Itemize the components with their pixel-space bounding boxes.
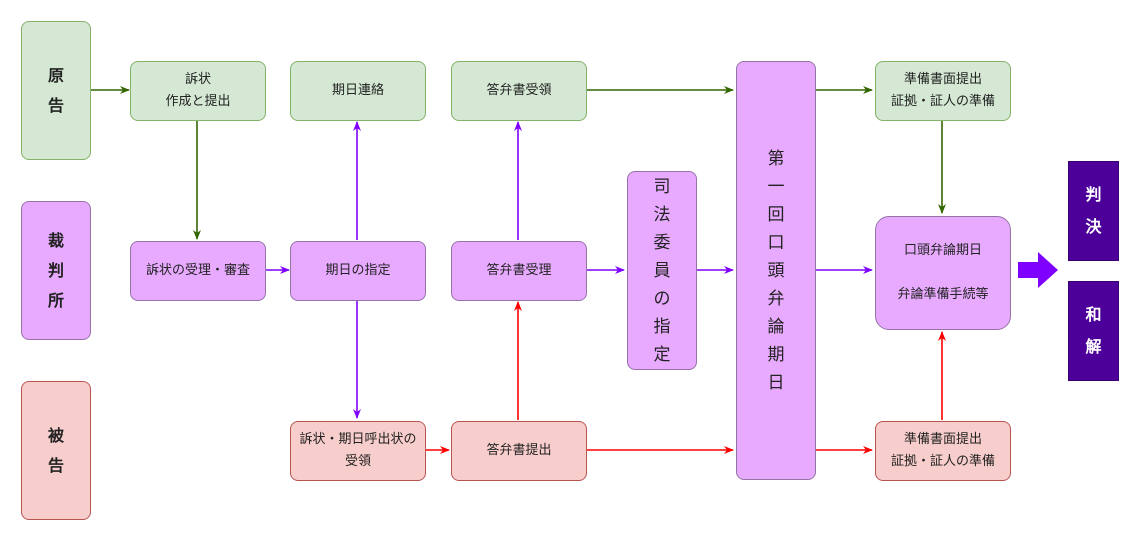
- node-prep-plaintiff: 準備書面提出 証拠・証人の準備: [875, 61, 1011, 121]
- actor-court-label: 裁判所: [48, 226, 64, 316]
- node-hearing-dates: 口頭弁論期日 弁論準備手続等: [875, 216, 1011, 330]
- node-complaint-summons-receive-label: 訴状・期日呼出状の 受領: [299, 432, 417, 469]
- actor-defendant: 被告: [21, 381, 91, 520]
- node-answer-accept: 答弁書受理: [451, 241, 587, 301]
- vertical-char: 所: [47, 290, 64, 310]
- vertical-char: 告: [47, 95, 64, 115]
- vertical-char: 告: [47, 455, 64, 475]
- node-complaint-summons-receive: 訴状・期日呼出状の 受領: [290, 421, 426, 481]
- vertical-char: 論: [767, 316, 785, 337]
- node-complaint-filing: 訴状 作成と提出: [130, 61, 266, 121]
- node-date-notice-label: 期日連絡: [331, 83, 384, 98]
- actor-plaintiff-label: 原告: [48, 61, 64, 121]
- node-prep-plaintiff-label: 準備書面提出 証拠・証人の準備: [890, 72, 995, 109]
- vertical-char: 期: [767, 344, 785, 365]
- node-answer-receive-label: 答弁書受領: [486, 83, 552, 98]
- vertical-char: 第: [767, 148, 785, 169]
- vertical-char: 一: [767, 176, 785, 197]
- vertical-char: 指: [653, 316, 671, 337]
- node-judicial-commissioner-label: 司法委員の指定: [654, 173, 671, 369]
- vertical-char: 回: [767, 204, 785, 225]
- result-judgment: 判決: [1068, 161, 1119, 261]
- node-date-notice: 期日連絡: [290, 61, 426, 121]
- vertical-char: 弁: [767, 288, 785, 309]
- result-settlement-label: 和解: [1085, 299, 1101, 363]
- vertical-char: 被: [47, 425, 64, 445]
- vertical-char: 判: [47, 260, 64, 280]
- vertical-char: 員: [653, 260, 671, 281]
- node-judicial-commissioner: 司法委員の指定: [627, 171, 697, 370]
- node-prep-defendant: 準備書面提出 証拠・証人の準備: [875, 421, 1011, 481]
- actor-defendant-label: 被告: [48, 421, 64, 481]
- node-hearing-dates-label: 口頭弁論期日 弁論準備手続等: [897, 243, 989, 302]
- node-complaint-filing-label: 訴状 作成と提出: [165, 72, 231, 109]
- result-judgment-label: 判決: [1085, 179, 1101, 243]
- vertical-char: 口: [767, 232, 785, 253]
- node-prep-defendant-label: 準備書面提出 証拠・証人の準備: [890, 432, 995, 469]
- node-first-hearing-label: 第一回口頭弁論期日: [768, 145, 785, 397]
- node-complaint-review: 訴状の受理・審査: [130, 241, 266, 301]
- vertical-char: 司: [653, 176, 671, 197]
- actor-plaintiff: 原告: [21, 21, 91, 160]
- vertical-char: 解: [1085, 337, 1102, 356]
- node-answer-submit-label: 答弁書提出: [486, 443, 552, 458]
- vertical-char: 裁: [47, 230, 64, 250]
- node-first-hearing: 第一回口頭弁論期日: [736, 61, 816, 480]
- big-result-arrow: [1018, 252, 1058, 288]
- vertical-char: 定: [653, 344, 671, 365]
- actor-court: 裁判所: [21, 201, 91, 340]
- node-date-designation-label: 期日の指定: [325, 263, 391, 278]
- node-complaint-review-label: 訴状の受理・審査: [145, 263, 250, 278]
- node-answer-accept-label: 答弁書受理: [486, 263, 552, 278]
- vertical-char: 法: [653, 204, 671, 225]
- vertical-char: 委: [653, 232, 671, 253]
- vertical-char: 頭: [767, 260, 785, 281]
- vertical-char: 日: [767, 372, 785, 393]
- node-answer-submit: 答弁書提出: [451, 421, 587, 481]
- vertical-char: 判: [1085, 185, 1102, 204]
- vertical-char: 決: [1085, 217, 1102, 236]
- vertical-char: の: [653, 288, 671, 309]
- vertical-char: 和: [1085, 305, 1102, 324]
- result-settlement: 和解: [1068, 281, 1119, 381]
- node-answer-receive: 答弁書受領: [451, 61, 587, 121]
- vertical-char: 原: [47, 65, 64, 85]
- node-date-designation: 期日の指定: [290, 241, 426, 301]
